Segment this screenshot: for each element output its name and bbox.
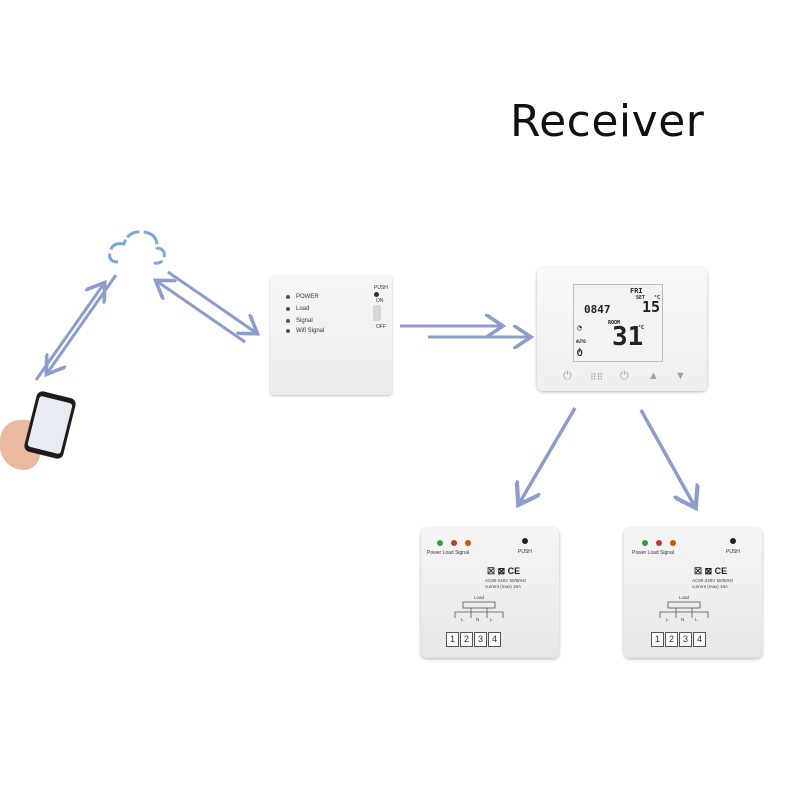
load-led xyxy=(451,540,457,546)
cloud-gateway-arrow xyxy=(158,270,255,344)
indicator-labels: Power Load Signal xyxy=(427,550,469,556)
cloud-icon xyxy=(108,230,166,265)
terminal-mark: N xyxy=(681,617,685,622)
terminal: 1 xyxy=(651,632,664,647)
menu-grid-icon[interactable]: ⠿⠿ xyxy=(590,372,604,382)
gateway-push-label: PUSH xyxy=(374,285,388,291)
terminal-mark: L xyxy=(461,617,464,622)
spec-line: AC90-240V 50/60Hz xyxy=(692,578,734,583)
receiver-module: Power Load Signal PUSH ☒ ⊠ CE AC90-240V … xyxy=(421,528,559,658)
spec-line: AC90-240V 50/60Hz xyxy=(485,578,527,583)
terminal-mark: L xyxy=(666,617,669,622)
lcd-unit: °C xyxy=(638,325,645,331)
thermostat-lcd: FRI SET 15 °C 0847 ROOM 31 °C AUTO ◔ ტ xyxy=(573,284,663,362)
push-button[interactable] xyxy=(730,538,736,544)
load-label: Load xyxy=(474,595,485,600)
push-button[interactable] xyxy=(522,538,528,544)
spec-line: current (max) 16A xyxy=(692,584,729,589)
load-led xyxy=(656,540,662,546)
terminal: 2 xyxy=(665,632,678,647)
gateway-indicator: POWER xyxy=(286,294,319,300)
gateway-indicator: Load xyxy=(286,306,309,312)
phone-cloud-arrow xyxy=(34,274,118,381)
power-icon[interactable]: ⏻ xyxy=(563,370,572,382)
power-led xyxy=(642,540,648,546)
terminal: 2 xyxy=(460,632,473,647)
lcd-room-label: ROOM xyxy=(608,320,621,326)
thermostat-receiver1-arrow xyxy=(520,407,577,502)
terminal: 1 xyxy=(446,632,459,647)
terminal-mark: L xyxy=(490,617,493,622)
terminal: 3 xyxy=(679,632,692,647)
gateway-indicator: Wifi Signal xyxy=(286,328,324,334)
wifi-gateway: POWER Load Signal Wifi Signal PUSH ON OF… xyxy=(270,275,392,395)
terminal-mark: L xyxy=(695,617,698,622)
lcd-unit: °C xyxy=(654,295,661,301)
flame-icon: ტ xyxy=(577,347,583,357)
gateway-thermostat-arrow xyxy=(400,326,528,337)
gateway-off-label: OFF xyxy=(376,324,386,330)
receiver-module: Power Load Signal PUSH ☒ ⊠ CE AC90-240V … xyxy=(624,528,762,658)
indicator-labels: Power Load Signal xyxy=(632,550,674,556)
lcd-day: FRI xyxy=(630,287,643,295)
gateway-push-button[interactable] xyxy=(374,292,379,297)
down-arrow-icon[interactable]: ▼ xyxy=(675,370,686,382)
diagram-title: Receiver xyxy=(510,96,705,147)
thermostat: FRI SET 15 °C 0847 ROOM 31 °C AUTO ◔ ტ ⏻… xyxy=(537,268,707,391)
signal-led xyxy=(465,540,471,546)
thermostat-receiver2-arrow xyxy=(639,409,694,505)
gateway-switch[interactable] xyxy=(373,305,381,321)
terminal-mark: N xyxy=(476,617,480,622)
terminal: 3 xyxy=(474,632,487,647)
power-icon[interactable]: ⏻ xyxy=(620,370,629,382)
terminal: 4 xyxy=(488,632,501,647)
terminal: 4 xyxy=(693,632,706,647)
push-label: PUSH xyxy=(518,549,532,555)
certification-marks: ☒ ⊠ CE xyxy=(694,566,728,576)
gateway-indicator: Signal xyxy=(286,318,313,324)
push-label: PUSH xyxy=(726,549,740,555)
spec-line: current (max) 16A xyxy=(485,584,522,589)
lcd-auto-label: AUTO xyxy=(576,339,586,344)
up-arrow-icon[interactable]: ▲ xyxy=(648,370,659,382)
load-label: Load xyxy=(679,595,690,600)
wiring-diagram xyxy=(659,601,709,618)
power-led xyxy=(437,540,443,546)
certification-marks: ☒ ⊠ CE xyxy=(487,566,521,576)
lcd-set-label: SET xyxy=(636,295,646,301)
lcd-time: 0847 xyxy=(584,303,611,316)
signal-led xyxy=(670,540,676,546)
wiring-diagram xyxy=(454,601,504,618)
lcd-set-temp: 15 xyxy=(642,298,661,316)
gateway-on-label: ON xyxy=(376,298,384,304)
wifi-icon: ◔ xyxy=(577,323,582,332)
lcd-room-temp: 31 xyxy=(612,322,644,352)
